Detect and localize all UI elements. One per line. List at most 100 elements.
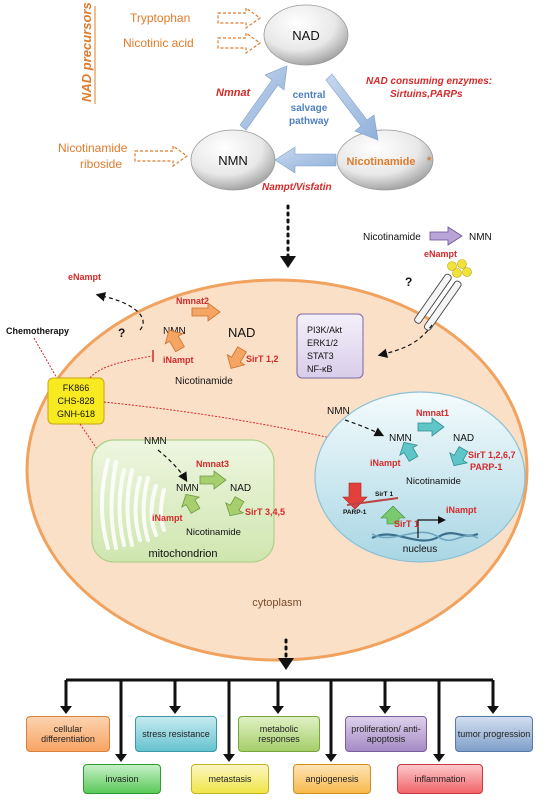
nicotinamide-riboside-arrow (134, 144, 189, 168)
mito-sirt-label: SirT 3,4,5 (245, 507, 285, 517)
enampt-ball-2 (457, 259, 467, 269)
dotted-connector-bottom-head (278, 658, 294, 670)
cyto-nad-label: NAD (228, 325, 255, 340)
mito-nicotinamide-label: Nicotinamide (186, 527, 241, 538)
outcome-angiogenesis: angiogenesis (293, 764, 371, 794)
outcome-tree (64, 678, 495, 756)
nmnat3-arrow (199, 470, 227, 490)
nmnat3-label: Nmnat3 (196, 459, 229, 469)
nucleus (314, 391, 526, 563)
cyto-nicotinamide-label: Nicotinamide (175, 376, 233, 387)
cyto-inampt-label: iNampt (163, 355, 194, 365)
tryptophan-arrow (217, 6, 262, 30)
nmnat1-arrow (417, 417, 445, 437)
pi3k-label: PI3K/Akt (307, 325, 343, 335)
extracellular-nampt: Nicotinamide NMN eNampt ? (363, 226, 492, 358)
nuc-inampt-label: iNampt (370, 458, 401, 468)
nmnat2-label: Nmnat2 (176, 296, 209, 306)
enampt-ball-4 (462, 267, 472, 277)
stat3-label: STAT3 (307, 351, 334, 361)
nuc-sirt-label: SirT 1,2,6,7 (468, 450, 516, 460)
nad-consuming-label-1: NAD consuming enzymes: (366, 76, 492, 87)
salvage-label: salvage (291, 103, 328, 114)
nmnat2-arrow (191, 302, 221, 322)
ext-nicotinamide-label: Nicotinamide (363, 232, 421, 243)
enampt-ball-3 (452, 268, 462, 278)
receptor-question: ? (405, 275, 412, 289)
dna-strand (371, 532, 479, 542)
nuc-nmn-import-arrow (344, 419, 385, 437)
nad-precursors-section: NAD precursors Tryptophan Nicotinic acid… (58, 2, 262, 171)
nuc-sirt-arrow (449, 446, 469, 467)
nad-node-label: NAD (292, 28, 319, 43)
enampt-ball-1 (447, 261, 457, 271)
nuc-nad-label: NAD (453, 433, 474, 444)
mito-inampt-label: iNampt (152, 513, 183, 523)
mito-inampt-arrow (181, 493, 201, 514)
nicotinamide-node-label: Nicotinamide (346, 156, 415, 168)
nicotinamide-node (336, 129, 434, 191)
signaling-box (296, 313, 364, 379)
mito-outside-nmn-label: NMN (144, 436, 167, 447)
erk-label: ERK1/2 (307, 338, 338, 348)
outcome-label: cellular differentiation (41, 724, 95, 744)
nmnat-arrow (239, 65, 288, 131)
outcome-label: proliferation/ anti-apoptosis (351, 724, 421, 744)
nicotinamide-riboside-label-1: Nicotinamide (58, 141, 128, 155)
consuming-arrow (325, 73, 379, 141)
ext-nmn-label: NMN (469, 232, 492, 243)
central-label: central (293, 90, 326, 101)
nfkb-label: NF-κB (307, 364, 333, 374)
nad-precursors-label: NAD precursors (79, 2, 94, 102)
outcome-tumor-progression: tumor progression (455, 716, 533, 752)
receptor-signal-arrow (377, 324, 433, 358)
promoter-arrow-head (438, 516, 446, 524)
outcome-label: tumor progression (457, 729, 531, 739)
nuc-outside-nmn-label: NMN (327, 406, 350, 417)
nampt-visfatin-label: Nampt/Visfatin (262, 182, 332, 193)
nampt-arrow (274, 146, 337, 174)
nicotinic-acid-arrow (217, 31, 262, 55)
mito-cristae (100, 458, 166, 550)
outcome-cellular-differentiation: cellular differentiation (26, 716, 110, 752)
nuc-inampt-gene-label: iNampt (446, 505, 477, 515)
nuc-nmn-label: NMN (389, 433, 412, 444)
mito-sirt-arrow (225, 496, 245, 517)
nuc-nicotinamide-label: Nicotinamide (406, 476, 461, 487)
chemo-connector (33, 337, 59, 381)
outcome-tree-heads (60, 706, 499, 762)
outcome-label: metastasis (208, 774, 252, 784)
nuc-sirt1-small: SirT 1 (375, 491, 393, 498)
outcome-label: invasion (105, 774, 139, 784)
mitochondrion-label: mitochondrion (148, 548, 217, 560)
drug-fk866: FK866 (63, 383, 90, 393)
drug-gnh618: GNH-618 (57, 409, 95, 419)
drug-box (47, 377, 105, 425)
ext-enampt-label: eNampt (424, 249, 457, 259)
nicotinamide-riboside-label-2: riboside (80, 157, 122, 171)
cytoplasm-cycle: eNampt ? Nmnat2 NMN NAD iNampt SirT 1,2 … (68, 272, 279, 387)
receptor-icon (414, 273, 462, 331)
drug-chs828: CHS-828 (57, 396, 94, 406)
outcome-label: inflammation (414, 774, 466, 784)
tryptophan-label: Tryptophan (130, 11, 190, 25)
nuc-sirt1-label: SirT 1 (394, 519, 419, 529)
outcome-label: stress resistance (142, 729, 210, 739)
dotted-connector-top-head (280, 256, 296, 268)
outcome-stress-resistance: stress resistance (135, 716, 217, 752)
outcome-invasion: invasion (83, 764, 161, 794)
outcome-proliferation: proliferation/ anti-apoptosis (345, 716, 427, 752)
cyto-sirt-label: SirT 1,2 (246, 354, 279, 364)
salvage-pathway: NAD NMN Nicotinamide * central salvage p… (190, 4, 492, 193)
outcome-metastasis: metastasis (191, 764, 269, 794)
nmnat-label: Nmnat (216, 87, 252, 99)
nucleus-label: nucleus (403, 544, 437, 555)
nuc-inampt-arrow (399, 441, 419, 462)
nad-consuming-label-2: Sirtuins,PARPs (390, 89, 463, 100)
promoter-arrow (417, 519, 440, 538)
cyto-inampt-arrow (164, 329, 185, 353)
nicotinic-acid-label: Nicotinic acid (123, 36, 194, 50)
mito-nmn-label: NMN (176, 483, 199, 494)
mito-nmn-import-arrow (157, 449, 188, 483)
